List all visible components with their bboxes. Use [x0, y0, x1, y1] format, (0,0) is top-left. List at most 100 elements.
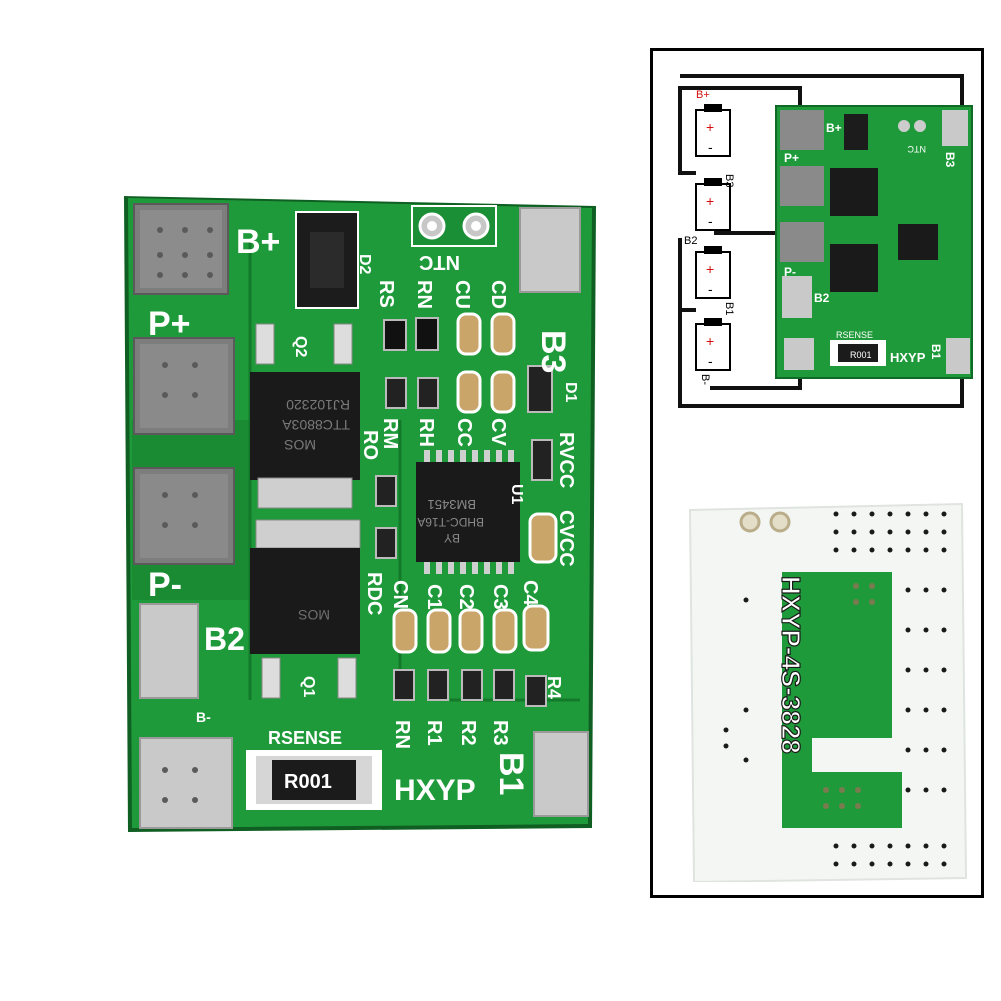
inset-label-b1: B1: [723, 302, 735, 315]
label-d2: D2: [356, 254, 373, 275]
label-rh: RH: [415, 418, 437, 447]
cell-4-minus: -: [708, 353, 713, 369]
label-d1: D1: [562, 382, 579, 403]
mosfet-q1: [250, 519, 361, 699]
rsense-value: R001: [284, 771, 332, 793]
label-p-plus: P+: [148, 305, 191, 343]
board-brand: HXYP: [394, 774, 476, 807]
label-c2: C2: [455, 584, 477, 610]
pad-p-minus: [133, 467, 235, 565]
ic-marking-3: BY: [444, 531, 460, 545]
label-ntc: NTC: [419, 251, 460, 273]
label-c4: C4: [519, 580, 541, 606]
inset-label-b-plus: B+: [696, 89, 710, 101]
label-cv: CV: [487, 418, 509, 446]
mosfet-q2-marking-1: MOS: [284, 437, 316, 453]
back-pads: [823, 583, 875, 809]
mosfet-q2-marking-2: TTC8803A: [282, 417, 350, 433]
wiring-diagram: + - + - + - + - B+ B3 B2 B1 B-: [678, 74, 973, 408]
ntc-holes: [411, 205, 497, 247]
label-cd: CD: [487, 280, 509, 309]
label-rsense: RSENSE: [268, 728, 342, 748]
mini-p-minus: P-: [784, 265, 796, 279]
mosfet-q1-marking: MOS: [298, 607, 330, 623]
label-cu: CU: [451, 280, 473, 309]
label-rdc: RDC: [363, 572, 385, 615]
inset-label-b3: B3: [723, 174, 735, 187]
cell-3-plus: +: [706, 261, 714, 277]
mini-p-plus: P+: [784, 151, 799, 165]
label-c1: C1: [423, 584, 445, 610]
label-cn: CN: [389, 580, 411, 609]
ic-u1: [416, 450, 520, 574]
smd-components: [375, 312, 558, 707]
wire-b-plus: [696, 86, 802, 110]
mini-rsense-value: R001: [850, 350, 872, 360]
label-r3: R3: [489, 720, 511, 746]
board-back-photo: HXYP-4S-3828: [688, 502, 968, 882]
pad-b3: [519, 207, 581, 293]
label-u1: U1: [508, 484, 525, 505]
label-b-plus: B+: [236, 223, 280, 261]
mini-b-plus: B+: [826, 121, 842, 135]
label-q1: Q1: [300, 676, 317, 697]
mini-rsense-label: RSENSE: [836, 330, 873, 340]
label-cc: CC: [453, 418, 475, 447]
back-silkscreen: HXYP-4S-3828: [776, 576, 806, 754]
back-vias: [723, 511, 947, 867]
cell-2-plus: +: [706, 193, 714, 209]
cell-3-minus: -: [708, 281, 713, 297]
label-rvcc: RVCC: [555, 432, 577, 488]
label-b-minus: B-: [196, 709, 211, 725]
mini-brand: HXYP: [890, 350, 926, 365]
cell-1-minus: -: [708, 139, 713, 155]
cell-1-plus: +: [706, 119, 714, 135]
label-r4: R4: [544, 676, 564, 699]
label-rm: RM: [379, 418, 401, 449]
wire-link: [678, 86, 696, 175]
pad-b2: [139, 603, 199, 699]
label-rs: RS: [375, 280, 397, 308]
mini-b3: B3: [943, 152, 957, 168]
label-b2: B2: [204, 621, 245, 657]
label-rn-top: RN: [413, 280, 435, 309]
mosfet-q2-marking-3: RJ102320: [286, 397, 350, 413]
back-copper-window: [812, 572, 892, 738]
label-b3: B3: [534, 330, 572, 373]
cell-4: + -: [695, 318, 731, 371]
label-cvcc: CVCC: [555, 510, 577, 567]
ic-marking-2: BHDC-T16A: [417, 515, 484, 529]
pad-b1: [533, 731, 589, 817]
back-hole-1: [739, 511, 761, 533]
wire-b3: [680, 74, 964, 110]
label-r2: R2: [457, 720, 479, 746]
label-ro: RO: [359, 430, 381, 460]
mini-b1: B1: [929, 344, 943, 360]
inset-label-b-minus: B-: [699, 374, 711, 385]
mosfet-q2: [250, 323, 360, 509]
wire-b1-pad: [678, 310, 964, 408]
label-p-minus: P-: [148, 566, 182, 604]
cell-1: + -: [695, 104, 731, 157]
mini-ntc: NTC: [907, 144, 926, 154]
cell-2: + -: [695, 178, 731, 231]
back-hole-2: [769, 511, 791, 533]
pad-b-plus: [133, 203, 229, 295]
cell-2-minus: -: [708, 213, 713, 229]
mini-b2: B2: [814, 291, 830, 305]
cell-3: + -: [695, 246, 731, 299]
pad-p-plus: [133, 337, 235, 435]
diode-d2: [295, 211, 359, 309]
label-b1: B1: [492, 752, 530, 795]
mini-board: [775, 105, 973, 379]
cell-4-plus: +: [706, 333, 714, 349]
label-rn-bottom: RN: [391, 720, 413, 749]
ic-marking-1: BM3451: [428, 497, 476, 512]
label-q2: Q2: [292, 336, 309, 357]
label-r1: R1: [423, 720, 445, 746]
rsense-resistor: [246, 750, 382, 810]
pad-b-minus: [139, 737, 233, 829]
label-c3: C3: [489, 584, 511, 610]
pad-vias: [157, 227, 213, 803]
